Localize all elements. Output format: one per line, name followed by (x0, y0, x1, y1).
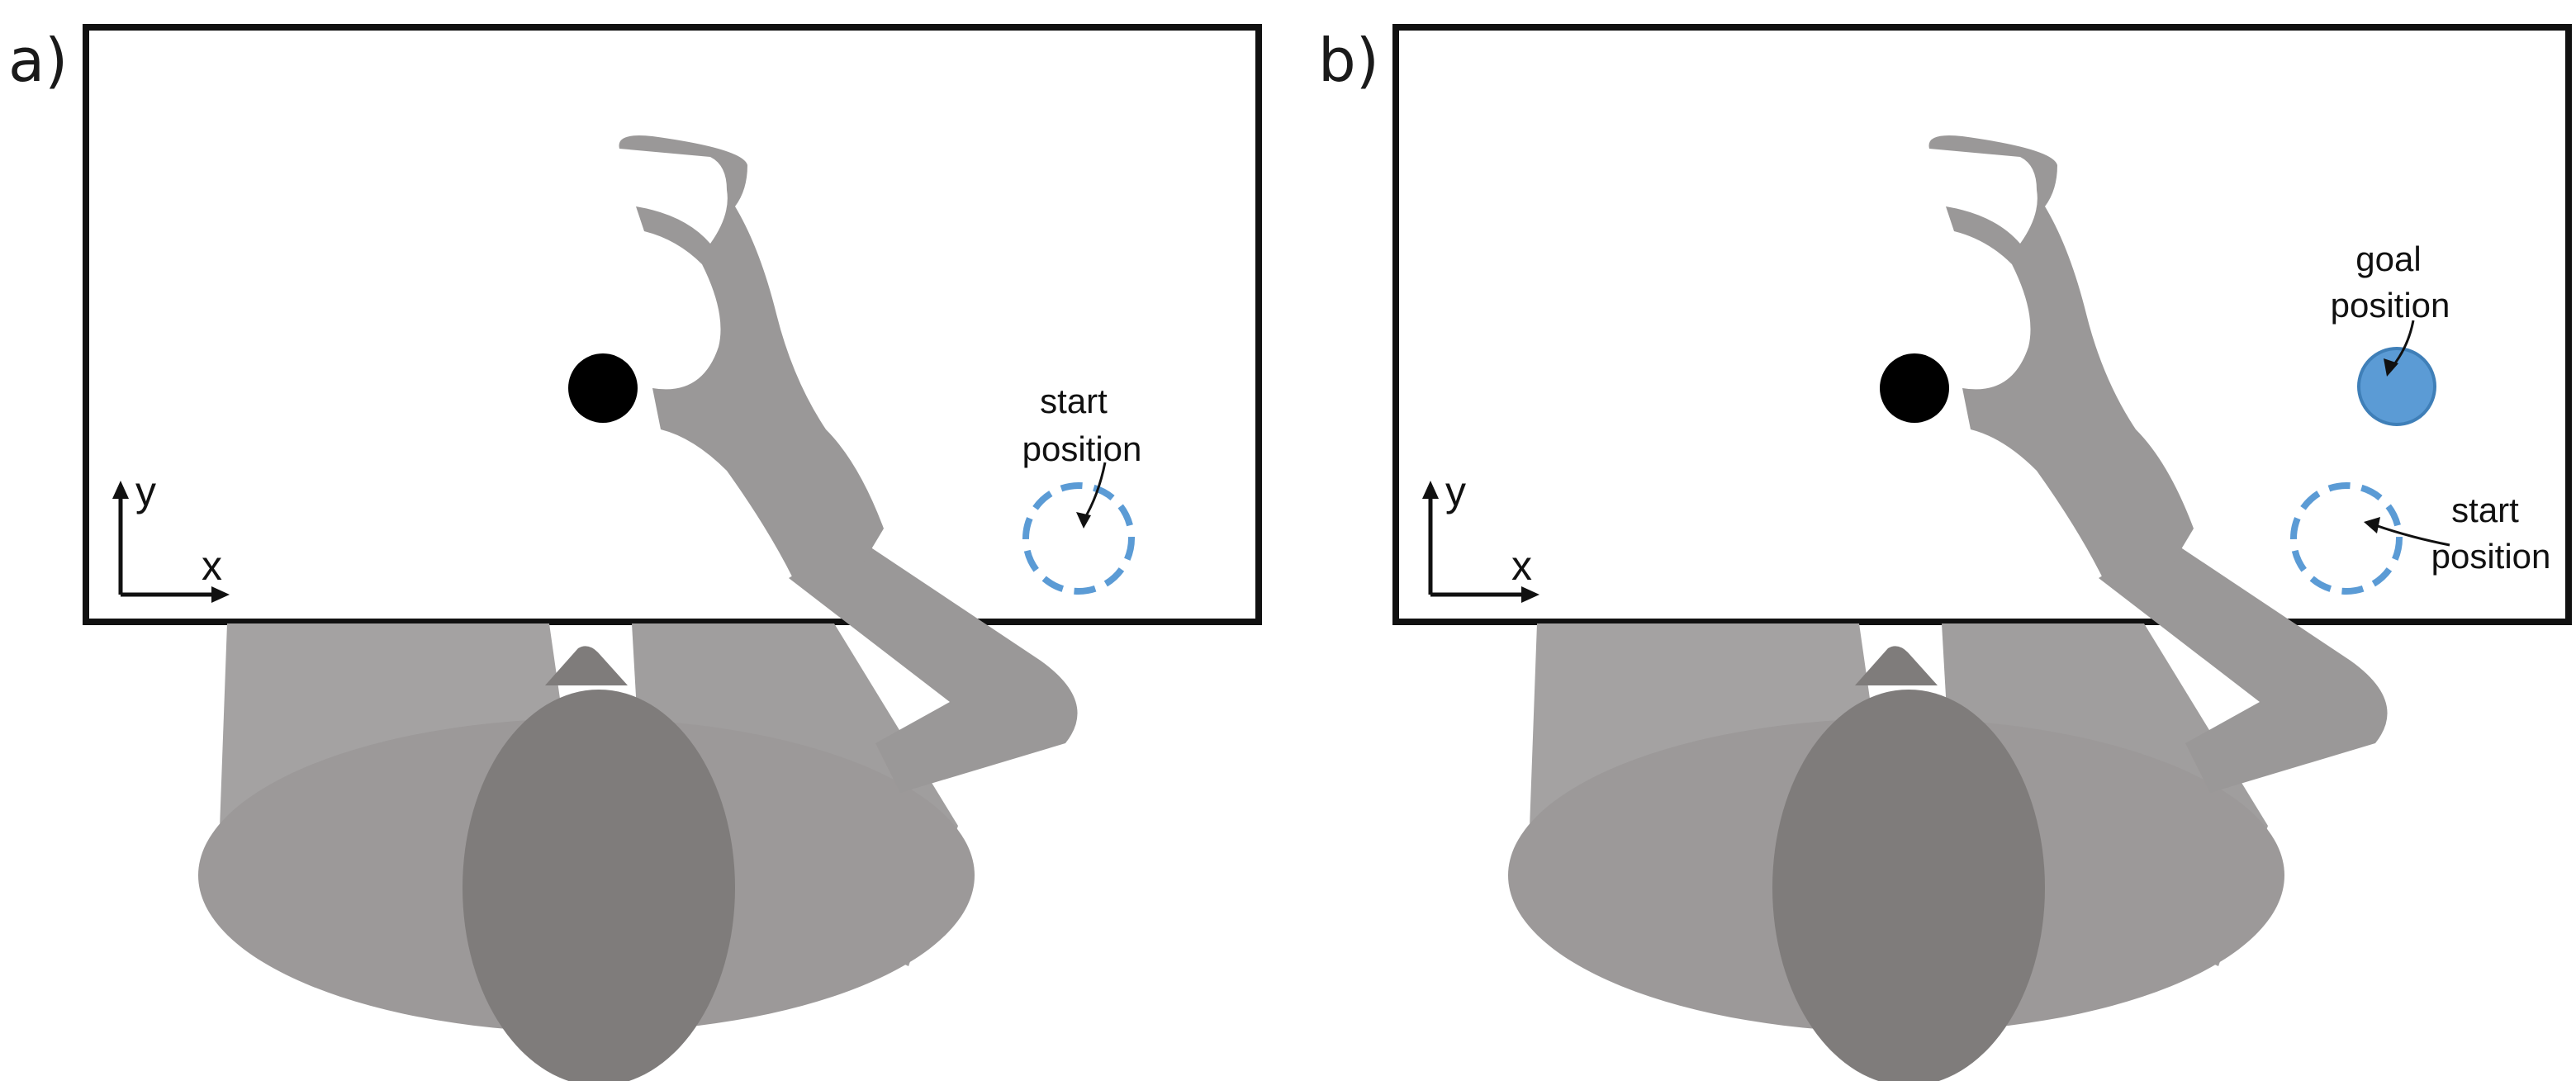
forearm-hand (1928, 135, 2194, 578)
nose (545, 646, 628, 685)
goal-label-line1: goal (2355, 239, 2421, 278)
axes-indicator: y x (112, 468, 230, 603)
start-arrow-head (2364, 517, 2380, 533)
start-arrow (2374, 524, 2450, 547)
head (463, 690, 735, 1081)
person-figure (1508, 135, 2388, 1081)
panel-b: goal position start position y x b) (1310, 0, 2576, 1081)
nose (1855, 646, 1938, 685)
axes-indicator: y x (1422, 468, 1539, 603)
panel-b-illustration: goal position start position y x b) (1318, 24, 2572, 1081)
y-axis-label: y (1445, 468, 1466, 514)
black-ball (1880, 353, 1949, 423)
start-label-line2: position (2431, 537, 2551, 576)
upper-arm (2099, 537, 2388, 793)
panel-a: start position y x a) (8, 24, 1262, 1081)
x-axis-label: x (1511, 543, 1532, 589)
panel-label-a: a) (8, 26, 68, 95)
x-axis-label: x (202, 543, 222, 589)
start-label-line1: start (1040, 382, 1108, 420)
black-ball (568, 353, 638, 423)
goal-arrow-head (2384, 358, 2398, 377)
goal-label-line2: position (2331, 286, 2450, 325)
panel-a-illustration: start position y x a) (8, 24, 1262, 1081)
start-position-marker (1022, 482, 1135, 595)
start-arrow-head (1076, 512, 1091, 529)
person-figure (198, 135, 1078, 1081)
table-frame (1392, 24, 2572, 625)
upper-arm (789, 537, 1078, 793)
start-position-marker (2290, 482, 2403, 595)
forearm-hand (619, 135, 884, 578)
goal-position-marker (2357, 347, 2436, 426)
y-axis-label: y (135, 468, 156, 514)
start-label-line1: start (2451, 491, 2519, 529)
panel-label-b: b) (1318, 26, 1379, 95)
table-frame (83, 24, 1262, 625)
start-label-line2: position (1022, 429, 1142, 468)
head (1772, 690, 2045, 1081)
